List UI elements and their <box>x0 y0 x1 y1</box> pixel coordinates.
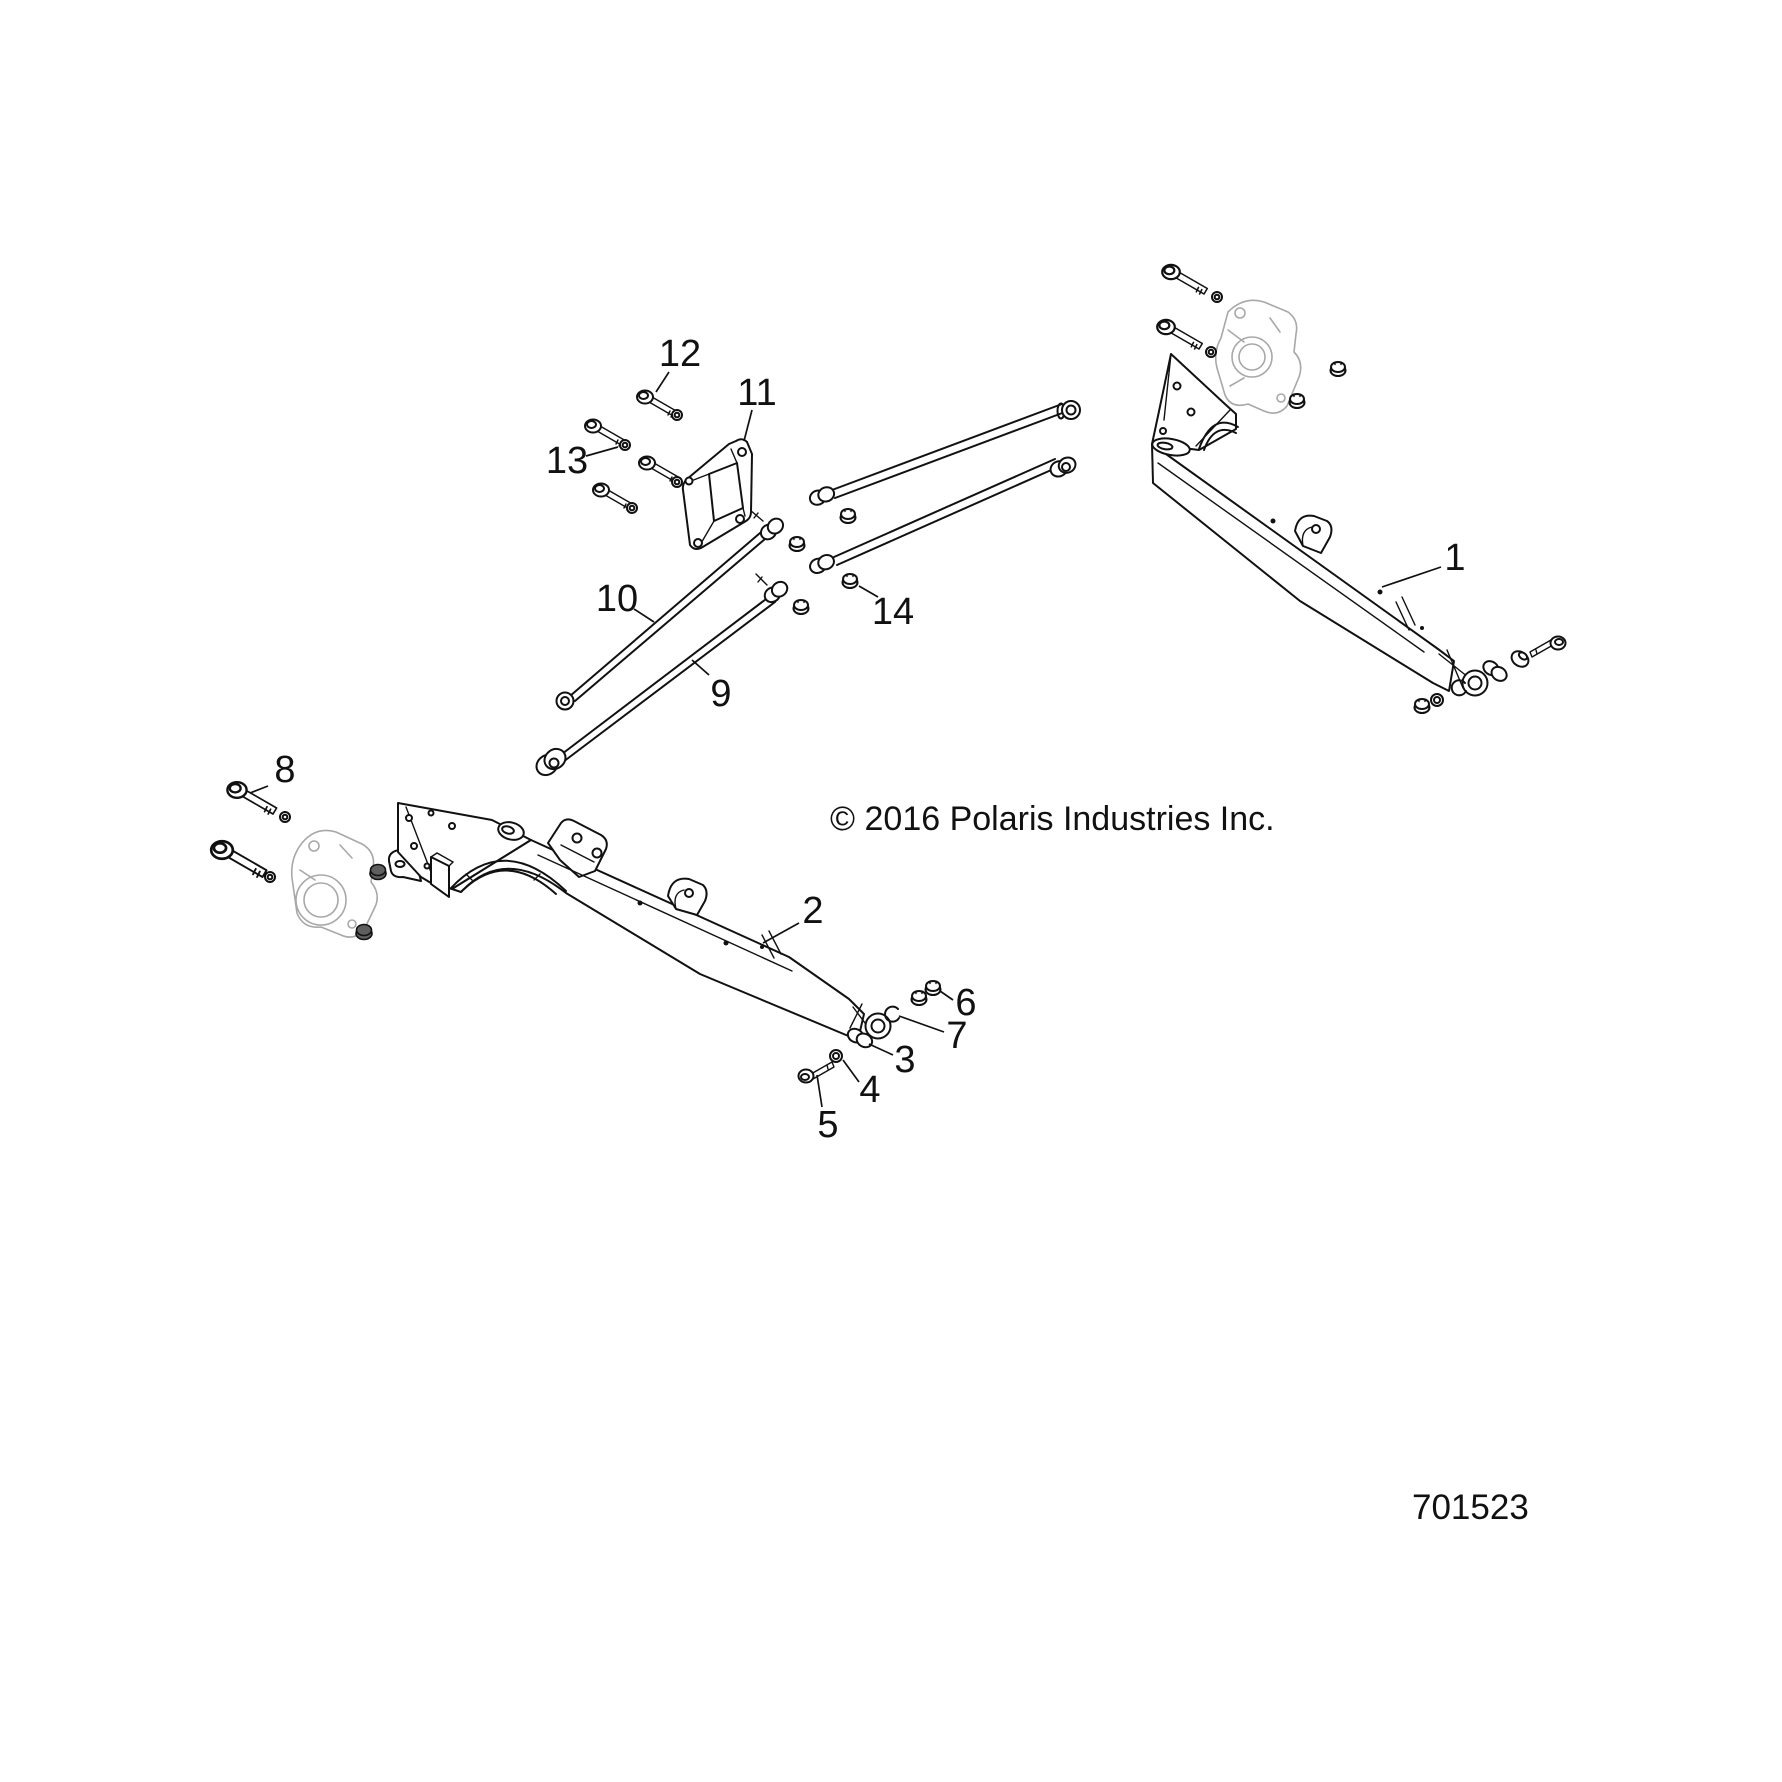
copyright-text: © 2016 Polaris Industries Inc. <box>830 800 1275 838</box>
radius-rod-rear-upper <box>555 509 785 711</box>
callout-12-label: 12 <box>659 333 701 375</box>
callout-7-leader <box>898 1015 945 1033</box>
callout-1-leader <box>1381 566 1442 588</box>
callout-3-leader <box>868 1043 894 1056</box>
callout-14-leader <box>858 585 879 598</box>
hub-bolts-left <box>209 781 291 883</box>
arm-left-pivot-hardware <box>797 980 942 1084</box>
pivot-bushing <box>846 1027 874 1049</box>
callout-9-leader <box>691 659 710 676</box>
callout-5-label: 5 <box>817 1104 838 1146</box>
callout-11-label: 11 <box>737 372 776 414</box>
pivot-bolt-left <box>797 1061 835 1084</box>
callout-2-label: 2 <box>802 890 823 932</box>
snap-ring <box>884 1005 900 1023</box>
radius-rod-rear-lower <box>535 573 789 777</box>
pivot-washer <box>829 1049 843 1063</box>
callout-3-label: 3 <box>894 1039 915 1081</box>
callout-9-label: 9 <box>710 673 731 715</box>
callout-5-leader <box>816 1074 823 1108</box>
radius-rod-front-upper <box>808 400 1081 506</box>
hub-pivot-nuts-left <box>355 863 387 941</box>
callout-7-label: 7 <box>946 1015 967 1057</box>
hub-caliper-phantom-right <box>1214 299 1302 414</box>
callout-2-leader <box>762 922 800 944</box>
callout-4-label: 4 <box>859 1069 880 1111</box>
callout-12-leader <box>655 371 670 393</box>
callout-13-leader <box>585 446 619 457</box>
callout-6-label: 6 <box>955 982 976 1024</box>
trailing-arm-right <box>1151 353 1469 692</box>
callout-10-leader <box>633 608 655 623</box>
pivot-bolt-right <box>1529 635 1567 658</box>
callout-11-leader <box>743 409 753 442</box>
callout-8-leader <box>249 785 269 794</box>
drawing-number: 701523 <box>1412 1488 1529 1527</box>
radius-rod-front-lower <box>809 456 1077 575</box>
callout-13-label: 13 <box>546 440 588 482</box>
callout-8-label: 8 <box>274 749 295 791</box>
callout-4-leader <box>842 1059 860 1083</box>
hub-caliper-phantom-left <box>290 829 379 938</box>
callout-6-leader <box>939 990 954 1001</box>
callout-10-label: 10 <box>596 578 638 620</box>
callout-14-label: 14 <box>872 591 914 633</box>
trailing-arm-left <box>387 802 872 1041</box>
mount-bracket <box>681 438 753 550</box>
arm-right-pivot-hardware <box>1413 635 1567 714</box>
callout-1-label: 1 <box>1444 537 1465 579</box>
